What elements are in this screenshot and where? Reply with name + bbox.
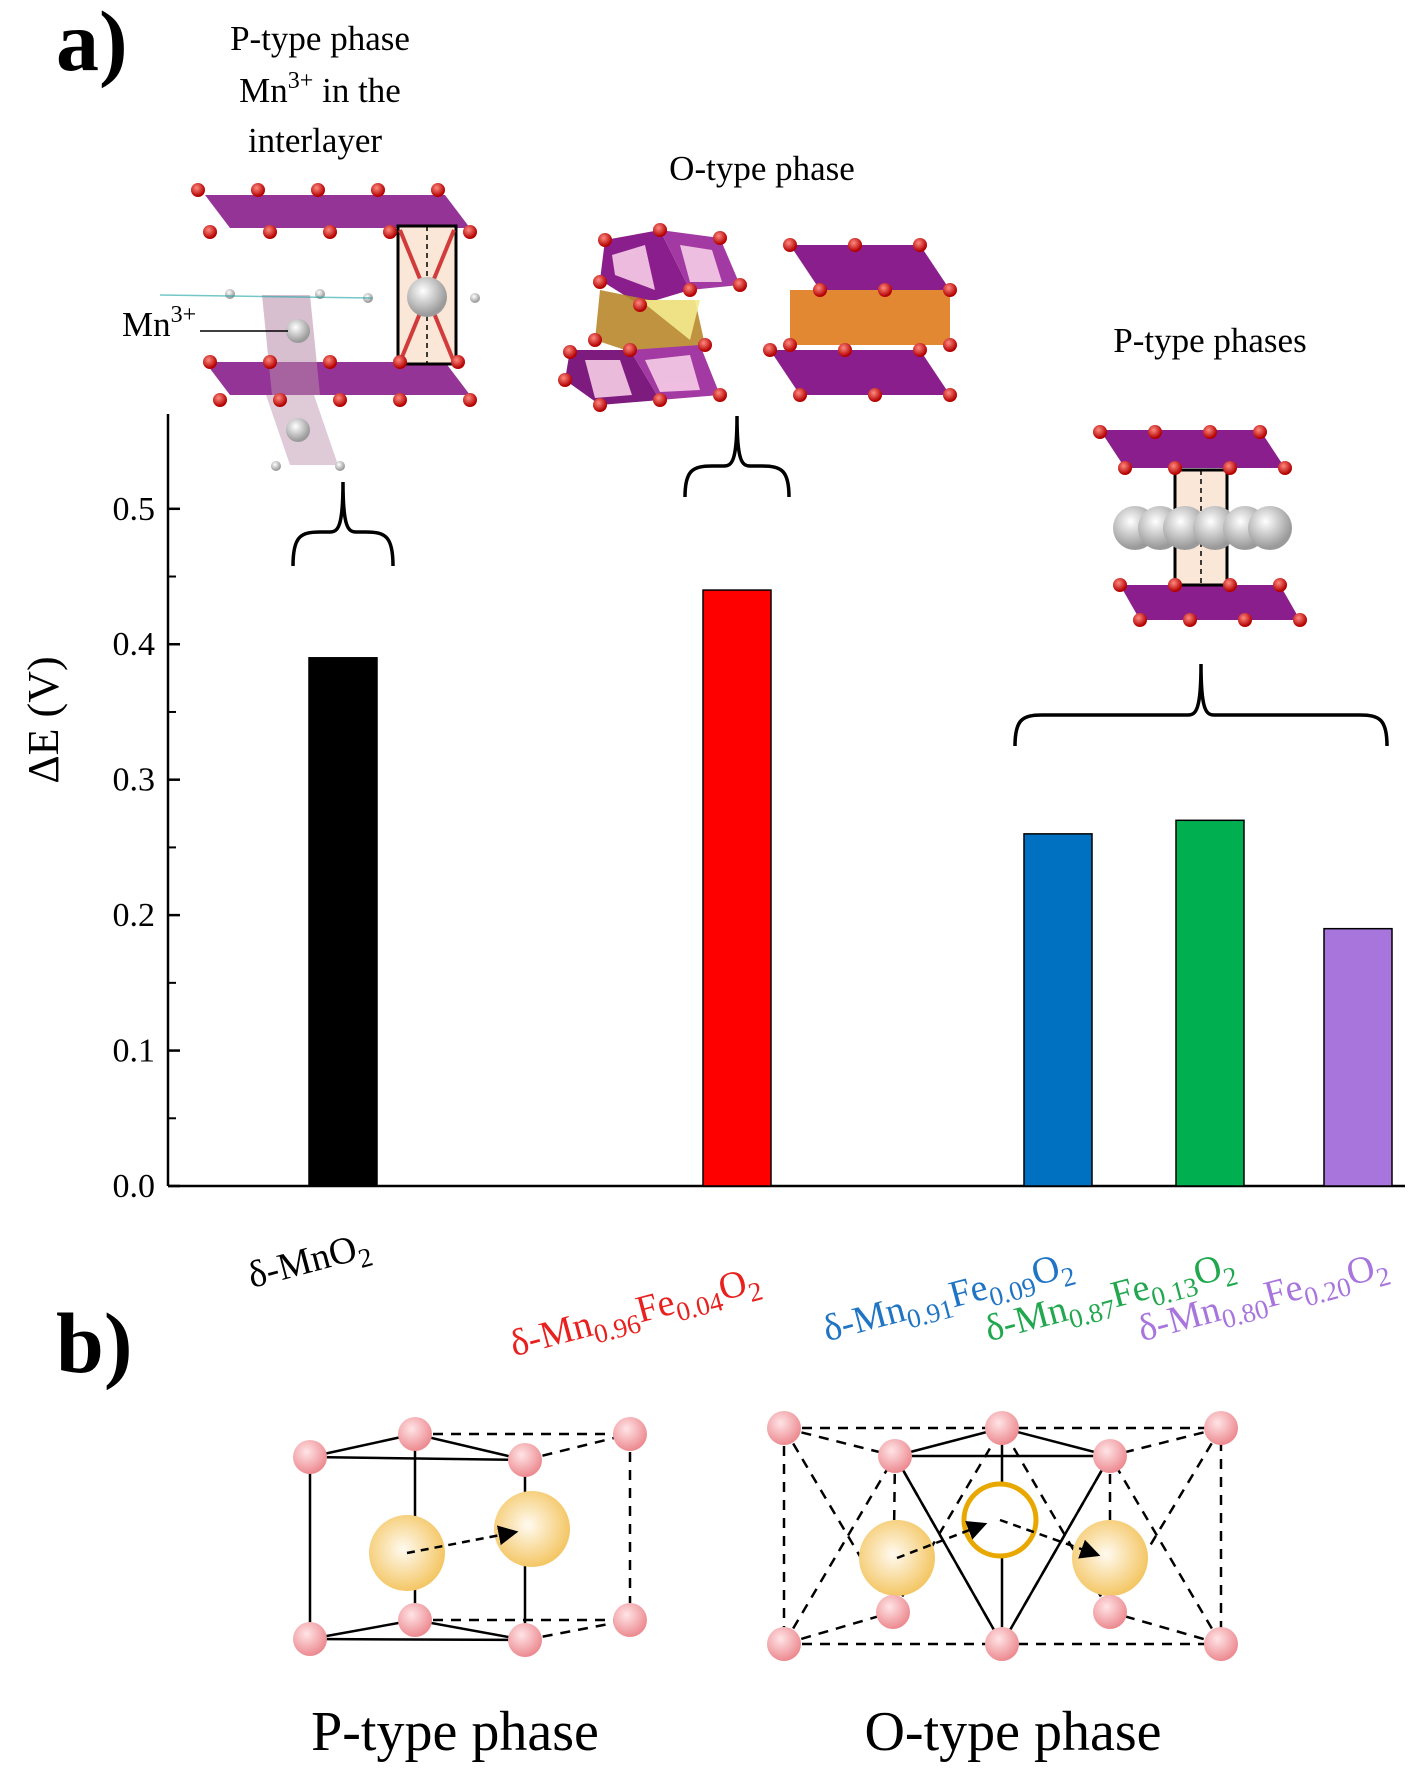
- panel-b-label: b): [56, 1295, 132, 1391]
- category-label-3: δ-Mn0.91Fe0.09O2: [818, 1243, 1078, 1356]
- y-tick-label: 0.4: [113, 626, 156, 663]
- y-axis-title: ΔE (V): [19, 656, 68, 783]
- ion-site-right: [1072, 1520, 1148, 1596]
- bracket-group: [291, 415, 1389, 747]
- o-type-caption: O-type phase: [864, 1701, 1161, 1763]
- p-type-phases-title: P-type phases: [1113, 321, 1306, 360]
- y-tick-label: 0.5: [113, 491, 156, 528]
- p-type-mn3-structure-inset: P-type phase Mn3+ in the interlayer: [122, 19, 480, 471]
- bracket-p-type-mn: [291, 481, 395, 567]
- o-oxygen-atoms: [767, 1411, 1238, 1661]
- o-type-structure-inset: O-type phase: [558, 149, 957, 412]
- bar-4: [1175, 819, 1245, 1187]
- p-oxygen-atoms: [293, 1417, 647, 1657]
- migration-arrow-o1: [896, 1520, 988, 1560]
- panel-a-label: a): [56, 0, 128, 89]
- migration-arrow-o2: [999, 1518, 1101, 1559]
- bracket-p-types: [1013, 663, 1389, 747]
- p-type-caption: P-type phase: [311, 1701, 599, 1763]
- bracket-o-type: [683, 415, 791, 498]
- p-type-prism-diagram: [308, 1432, 632, 1642]
- migration-arrow-p: [406, 1525, 519, 1555]
- y-tick-label: 0.2: [113, 897, 156, 934]
- y-tick-label: 0.3: [113, 762, 156, 799]
- bar-3: [1023, 833, 1093, 1187]
- p-type-mn-title-line2: Mn3+ in the: [239, 68, 401, 110]
- p-type-phases-structure-inset: P-type phases: [1093, 321, 1307, 627]
- y-ticks: 0.0 0.1 0.2 0.3 0.4 0.5: [113, 491, 180, 1205]
- category-labels: δ-MnO2 δ-Mn0.96Fe0.04O2 δ-Mn0.91Fe0.09O2 δ-…: [243, 1224, 1394, 1371]
- p-type-prism-atoms: [293, 1417, 647, 1657]
- o-type-title: O-type phase: [669, 149, 855, 188]
- bar-1: [308, 657, 378, 1187]
- y-tick-label: 0.1: [113, 1033, 156, 1070]
- category-label-5: δ-Mn0.80Fe0.20O2: [1133, 1243, 1393, 1356]
- category-label-1: δ-MnO2: [243, 1224, 375, 1303]
- category-label-2: δ-Mn0.96Fe0.04O2: [505, 1258, 765, 1371]
- bars: [308, 589, 1393, 1187]
- o-type-octahedra-atoms: [767, 1411, 1238, 1661]
- p-type-mn-title-line3: interlayer: [248, 121, 382, 160]
- p-type-mn-title-line1: P-type phase: [230, 19, 410, 58]
- y-tick-label: 0.0: [113, 1168, 156, 1205]
- mn3-label: Mn3+: [122, 302, 196, 344]
- ion-site-2: [494, 1491, 570, 1567]
- bar-5: [1323, 927, 1393, 1187]
- bar-2: [702, 589, 772, 1187]
